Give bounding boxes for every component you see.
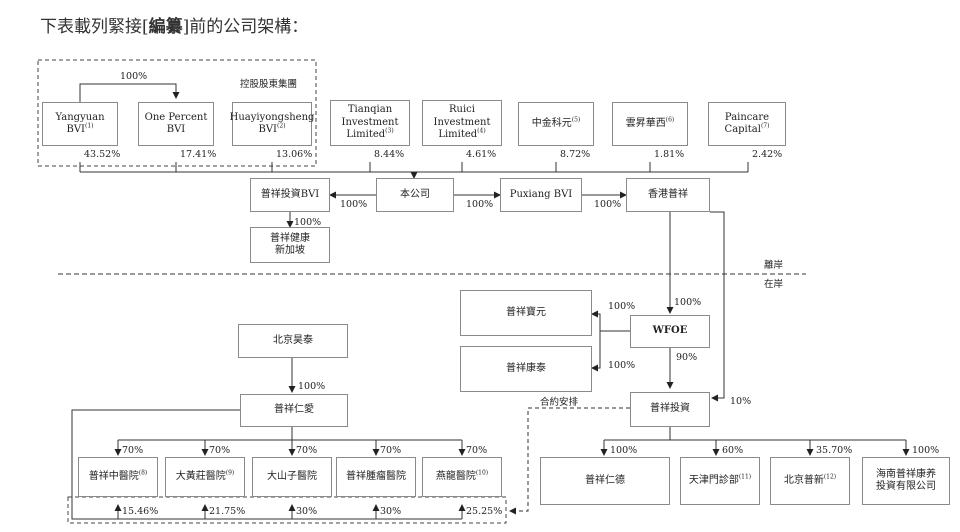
shareholder-box: Yangyuan BVI(1) bbox=[42, 102, 118, 146]
puxiang-investment-box: 普祥投資 bbox=[630, 392, 710, 427]
hospital-box: 普祥腫瘤醫院 bbox=[336, 457, 416, 497]
shareholder-pct: 13.06% bbox=[276, 149, 313, 160]
haotai-renai-pct: 100% bbox=[298, 381, 326, 392]
subsidiary-pct: 100% bbox=[912, 445, 940, 456]
hk-wfoe-pct: 100% bbox=[674, 297, 702, 308]
shareholder-box: Paincare Capital(7) bbox=[708, 102, 786, 146]
shareholder-box: 中金科元(5) bbox=[518, 102, 594, 146]
company-invest-bvi-pct: 100% bbox=[340, 199, 368, 210]
puxiang-kangtai-box: 普祥康泰 bbox=[460, 346, 592, 392]
hospital-top-pct: 70% bbox=[380, 445, 402, 456]
offshore-label: 離岸 bbox=[764, 260, 784, 271]
hospital-bottom-pct: 21.75% bbox=[209, 506, 246, 517]
invest-bvi-sg-pct: 100% bbox=[294, 217, 322, 228]
subsidiary-pct: 100% bbox=[610, 445, 638, 456]
hospital-box: 燕龍醫院(10) bbox=[422, 457, 502, 497]
hospital-top-pct: 70% bbox=[122, 445, 144, 456]
puxiang-health-sg-box: 普祥健康 新加坡 bbox=[250, 227, 330, 263]
hospital-box: 大山子醫院 bbox=[252, 457, 332, 497]
wfoe-kangtai-pct: 100% bbox=[608, 360, 636, 371]
hospital-group-frame bbox=[67, 496, 507, 524]
beijing-haotai-box: 北京昊泰 bbox=[238, 324, 348, 358]
shareholder-pct: 8.44% bbox=[374, 149, 405, 160]
shareholder-pct: 4.61% bbox=[466, 149, 497, 160]
hk-puxiang-box: 香港普祥 bbox=[626, 178, 710, 212]
hospital-box: 大黃莊醫院(9) bbox=[165, 457, 245, 497]
company-box: 本公司 bbox=[376, 178, 454, 212]
controlling-group-frame bbox=[37, 59, 317, 167]
puxiang-baoyuan-box: 普祥寶元 bbox=[460, 290, 592, 336]
hospital-top-pct: 70% bbox=[466, 445, 488, 456]
shareholder-pct: 43.52% bbox=[84, 149, 121, 160]
hospital-bottom-pct: 15.46% bbox=[122, 506, 159, 517]
hospital-bottom-pct: 30% bbox=[380, 506, 402, 517]
onshore-label: 在岸 bbox=[764, 279, 784, 290]
shareholder-box: Huayiyongsheng BVI(2) bbox=[230, 102, 314, 146]
wfoe-investment-pct: 90% bbox=[676, 352, 698, 363]
subsidiary-pct: 60% bbox=[722, 445, 744, 456]
hk-investment-pct: 10% bbox=[730, 396, 752, 407]
puxiang-invest-bvi-box: 普祥投資BVI bbox=[250, 178, 330, 212]
company-puxiang-bvi-pct: 100% bbox=[466, 199, 494, 210]
shareholder-box: 雲昇華西(6) bbox=[612, 102, 688, 146]
shareholder-pct: 2.42% bbox=[752, 149, 783, 160]
hospital-bottom-pct: 25.25% bbox=[466, 506, 503, 517]
hospital-box: 普祥中醫院(8) bbox=[78, 457, 158, 497]
puxiang-bvi-hk-pct: 100% bbox=[594, 199, 622, 210]
hospital-top-pct: 70% bbox=[209, 445, 231, 456]
subsidiary-box: 普祥仁德 bbox=[540, 457, 670, 505]
wfoe-box: WFOE bbox=[630, 315, 710, 348]
yangyuan-onepercent-pct: 100% bbox=[120, 71, 148, 82]
subsidiary-box: 海南普祥康养 投資有限公司 bbox=[862, 457, 950, 505]
shareholder-pct: 1.81% bbox=[654, 149, 685, 160]
hospital-bottom-pct: 30% bbox=[296, 506, 318, 517]
shareholder-box: One Percent BVI bbox=[138, 102, 214, 146]
contract-arrow bbox=[509, 407, 630, 515]
subsidiary-box: 北京普新(12) bbox=[770, 457, 850, 505]
subsidiary-pct: 35.70% bbox=[816, 445, 853, 456]
wfoe-baoyuan-pct: 100% bbox=[608, 301, 636, 312]
shareholder-pct: 8.72% bbox=[560, 149, 591, 160]
puxiang-bvi-box: Puxiang BVI bbox=[500, 178, 582, 212]
shareholder-box: Tianqian Investment Limited(3) bbox=[330, 100, 410, 146]
puxiang-renai-box: 普祥仁愛 bbox=[240, 394, 348, 427]
subsidiary-box: 天津門診部(11) bbox=[680, 457, 760, 505]
shareholder-box: Ruici Investment Limited(4) bbox=[422, 100, 502, 146]
contract-label: 合約安排 bbox=[540, 397, 579, 408]
yangyuan-onepercent-arrow bbox=[79, 83, 180, 102]
shareholder-pct: 17.41% bbox=[180, 149, 217, 160]
page-title: 下表載列緊接[編纂]前的公司架構： bbox=[40, 17, 309, 37]
hospital-top-pct: 70% bbox=[296, 445, 318, 456]
controlling-group-label: 控股股東集團 bbox=[240, 79, 298, 90]
